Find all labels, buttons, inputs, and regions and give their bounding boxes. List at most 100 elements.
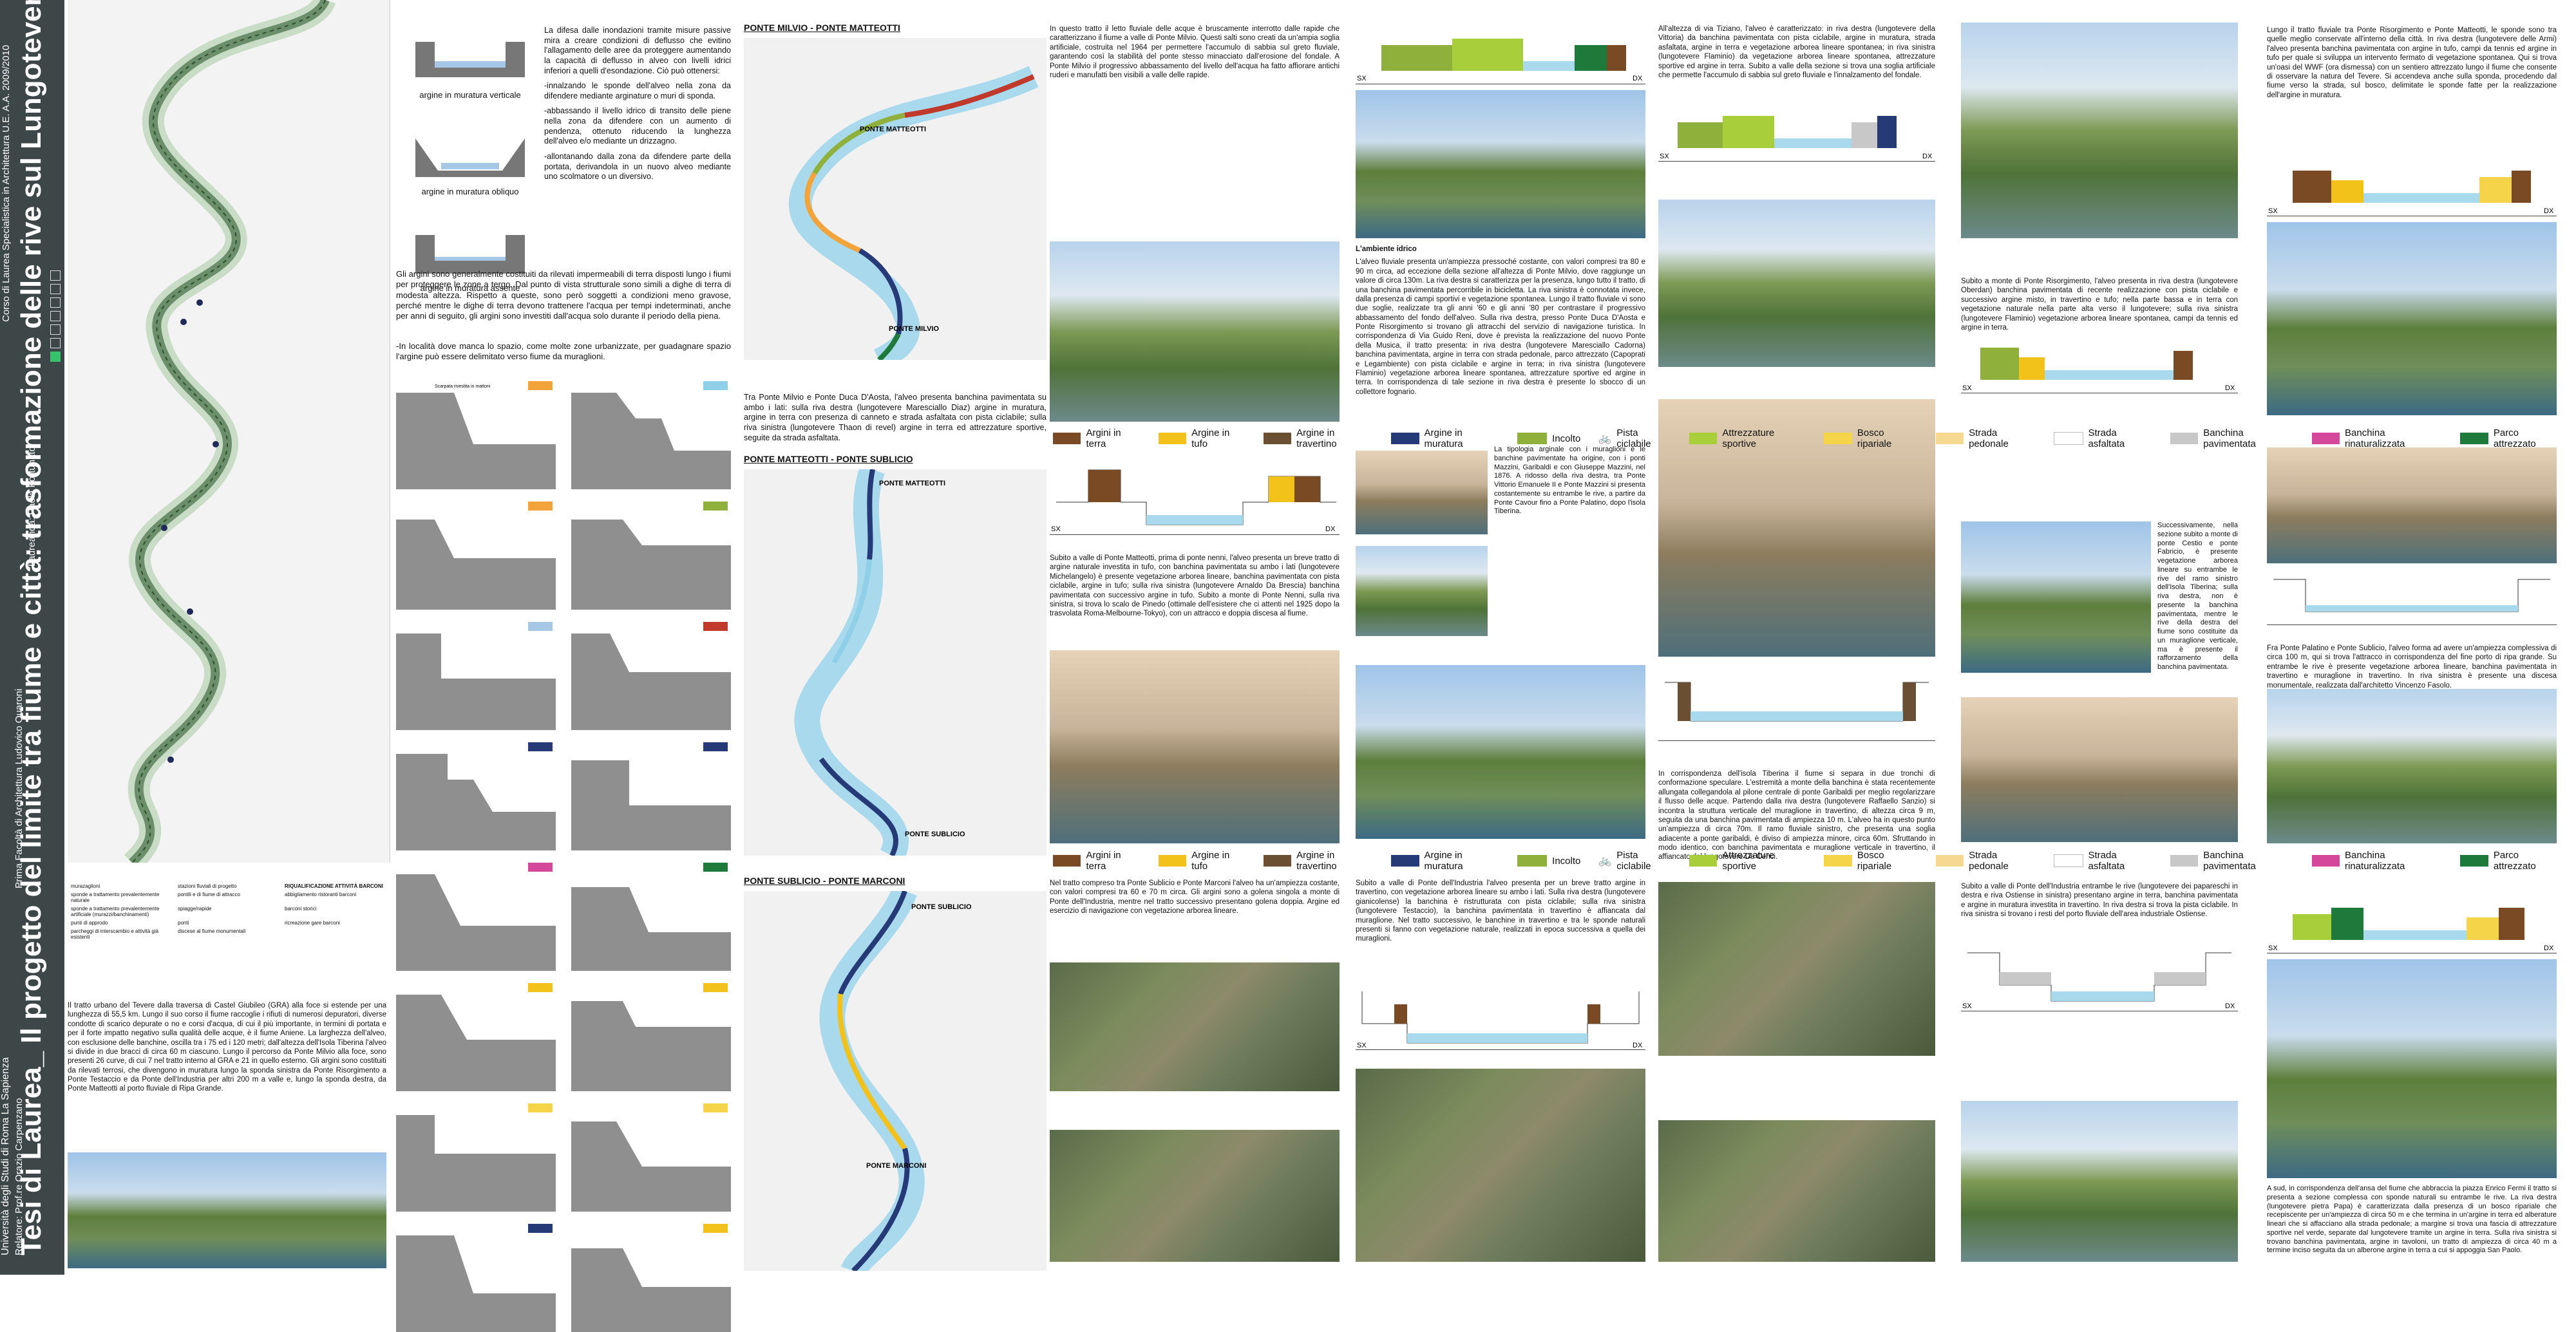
section-side-label: SX — [1660, 153, 1669, 160]
section-side-label: SX — [1962, 384, 1972, 392]
material-legend-top: Argini in terra Argine in tufo Argine in… — [1053, 427, 2560, 449]
river-photo — [2267, 689, 2557, 843]
river-photo — [1050, 650, 1340, 843]
cross-section-diagram: SX DX — [1962, 348, 2235, 392]
stratigraphy-profile — [571, 1224, 731, 1332]
route-3: PONTE SUBLICIO - PONTE MARCONI PONTE SUB… — [744, 876, 1046, 1277]
section-text: A sud, in corrispondenza dell'ansa del f… — [2267, 1185, 2557, 1255]
section-text: Subito a monte di Ponte Risorgimento, l'… — [1961, 277, 2238, 332]
route-label: PONTE MATTEOTTI — [879, 480, 945, 487]
cross-section-diagram: SX DX — [1660, 116, 1933, 160]
stratigraphy-profile: Scarpata rivestita in mattoni — [396, 381, 556, 489]
panel-indicator-square — [50, 270, 61, 281]
route-map: PONTE MATTEOTTI PONTE SUBLICIO — [744, 464, 1046, 861]
gasometer-photo — [1961, 1101, 2238, 1262]
route-text: Tra Ponte Milvio e Ponte Duca D'Aosta, l… — [744, 393, 1046, 442]
section-text: In corrispondenza dell'isola Tiberina il… — [1658, 770, 1935, 861]
cross-section: SX DX — [2267, 151, 2557, 216]
bicycle-icon: 🚲 — [1598, 856, 1612, 867]
cross-section-diagram — [1665, 682, 1929, 722]
section-side-label: DX — [1633, 1042, 1643, 1049]
thesis-title: Tesi di Laurea_ Il progetto del limite t… — [15, 0, 47, 1255]
cross-section-diagram: SX DX — [2268, 908, 2554, 952]
argine-verticale-diagram — [415, 42, 525, 77]
legend-item: Argine in muratura — [1391, 427, 1499, 449]
map-legend: murazaglioni stazioni fluviali di proget… — [71, 883, 386, 940]
stratigraphy-profile — [396, 742, 556, 850]
section-side-label: SX — [1051, 525, 1061, 533]
section-side-label: SX — [1357, 1042, 1367, 1049]
legend-entry: punti di approdo — [71, 920, 108, 926]
cross-section-diagram — [2273, 579, 2550, 612]
river-photo — [1050, 241, 1340, 422]
section-text: Lungo il tratto fluviale tra Ponte Risor… — [2267, 26, 2557, 99]
aerial-photo — [1658, 1120, 1935, 1262]
section-side-label: DX — [1325, 525, 1336, 533]
legend-item: 🚲Pista ciclabile — [1598, 427, 1651, 449]
stratigraphy-profile — [571, 381, 731, 489]
legend-item: Incolto — [1517, 855, 1580, 867]
river-photo — [1961, 697, 2238, 842]
river-photo — [1961, 521, 2151, 673]
legend-item: Argine in muratura — [1391, 850, 1499, 872]
title-sidebar: Tesi di Laurea_ Il progetto del limite t… — [0, 0, 64, 1275]
argine-types: argine in muratura verticale argine in m… — [412, 35, 528, 293]
section-text: Fra Ponte Palatino e Ponte Sublicio, l'a… — [2267, 644, 2557, 689]
route-2: PONTE MATTEOTTI - PONTE SUBLICIO PONTE M… — [744, 454, 1046, 861]
stratigraphy-profile — [396, 622, 556, 730]
legend-item: Incolto — [1517, 433, 1580, 444]
legend-entry: ponti — [178, 920, 189, 926]
section-text: Nel tratto compreso tra Ponte Sublicio e… — [1050, 879, 1340, 915]
legend-entry: murazaglioni — [71, 883, 100, 889]
legend-item: Argini in terra — [1053, 427, 1141, 449]
river-photo — [1658, 200, 1935, 367]
stratigraphy-profile — [396, 1224, 556, 1332]
legend-item: Banchina pavimentata — [2170, 427, 2294, 449]
section-side-label: SX — [2268, 944, 2278, 952]
course-name: Corso di Laurea Specialistica in Archite… — [1, 44, 12, 322]
stratigraphy-profile — [396, 1103, 556, 1212]
cross-section-diagram: SX DX — [2268, 171, 2554, 215]
cross-section-diagram: SX DX — [1962, 952, 2235, 1010]
section-side-label: DX — [2544, 944, 2554, 952]
cross-section — [1658, 670, 1935, 741]
legend-item: Banchina pavimentata — [2170, 850, 2294, 872]
section-heading: L'ambiente idrico — [1356, 245, 1417, 253]
aerial-photo — [1658, 882, 1935, 1056]
route-title: PONTE SUBLICIO - PONTE MARCONI — [744, 876, 905, 886]
panel-indicator-square — [50, 324, 61, 335]
legend-entry: stazioni fluviali di progetto — [178, 883, 237, 889]
legend-entry: sponde a trattamento prevalentemente art… — [71, 906, 160, 917]
legend-item: 🚲Pista ciclabile — [1598, 850, 1651, 872]
legend-entry: RIQUALIFICAZIONE ATTIVITÀ BARCONI — [285, 883, 383, 889]
legend-item: Argini in terra — [1053, 850, 1141, 872]
stratigraphy-profile — [396, 983, 556, 1091]
legend-item: Strada asfaltata — [2054, 850, 2152, 872]
route-label: PONTE SUBLICIO — [905, 830, 965, 838]
cross-section: SX DX — [1356, 26, 1645, 84]
section-text: La tipologia arginale con i muraglioni e… — [1494, 446, 1645, 516]
university-name: Università degli Studi di Roma La Sapien… — [0, 1057, 11, 1255]
legend-entry: parcheggi di interscambio e attività già… — [71, 928, 159, 940]
legend-item: Argine in travertino — [1263, 850, 1373, 872]
section-side-label: DX — [2544, 207, 2554, 215]
cross-section-diagram: SX DX — [1357, 39, 1643, 82]
section-paragraph: L'alveo fluviale presenta un'ampiezza pr… — [1356, 258, 1645, 396]
tiber-overview-map — [68, 0, 390, 871]
panel-indicator-square — [50, 311, 61, 321]
panel-indicator-square-active — [50, 352, 61, 362]
cross-section-diagram: SX DX — [1051, 469, 1336, 533]
svg-text:Scarpata rivestita in mattoni: Scarpata rivestita in mattoni — [435, 384, 491, 389]
intro-text: Il tratto urbano del Tevere dalla traver… — [68, 1002, 386, 1093]
section-text: L'ambiente idrico L'alveo fluviale prese… — [1356, 245, 1645, 397]
section-side-label: SX — [2268, 207, 2278, 215]
cross-section-diagram: SX DX — [1357, 991, 1643, 1049]
legend-entry: abbigliamento ristoranti barconi — [285, 892, 357, 897]
river-photo — [2267, 447, 2557, 563]
legend-entry: pontili e di fiume di attracco — [178, 892, 240, 897]
legend-item: Argine in travertino — [1263, 427, 1373, 449]
cross-section: SX DX — [2267, 888, 2557, 953]
tiber-photo — [68, 1152, 386, 1268]
argini-paragraph: -allontanando dalla zona da difendere pa… — [544, 151, 731, 182]
legend-item: Parco attrezzato — [2460, 850, 2560, 872]
